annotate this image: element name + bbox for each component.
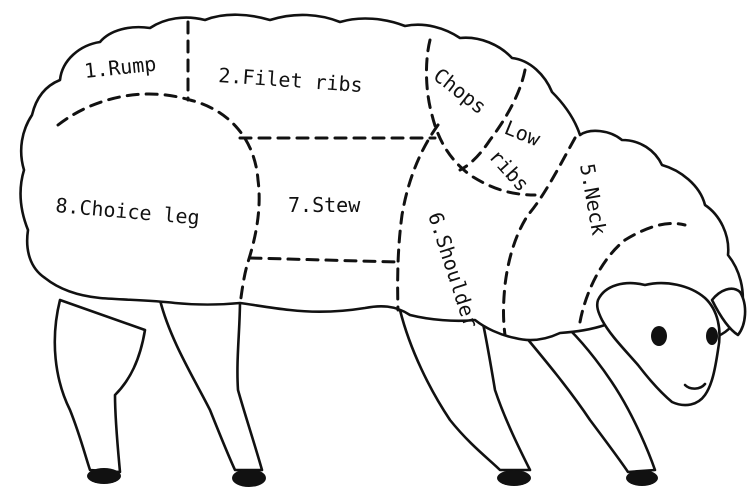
hind-leg — [55, 300, 145, 472]
label-stew: 7.Stew — [288, 193, 361, 217]
hoof — [232, 469, 266, 487]
hoof — [87, 468, 121, 484]
sheep-eye — [651, 326, 667, 346]
hoof — [497, 470, 531, 486]
hoof — [626, 470, 658, 486]
hind-leg-front — [160, 300, 262, 470]
sheep-eye — [706, 327, 718, 345]
